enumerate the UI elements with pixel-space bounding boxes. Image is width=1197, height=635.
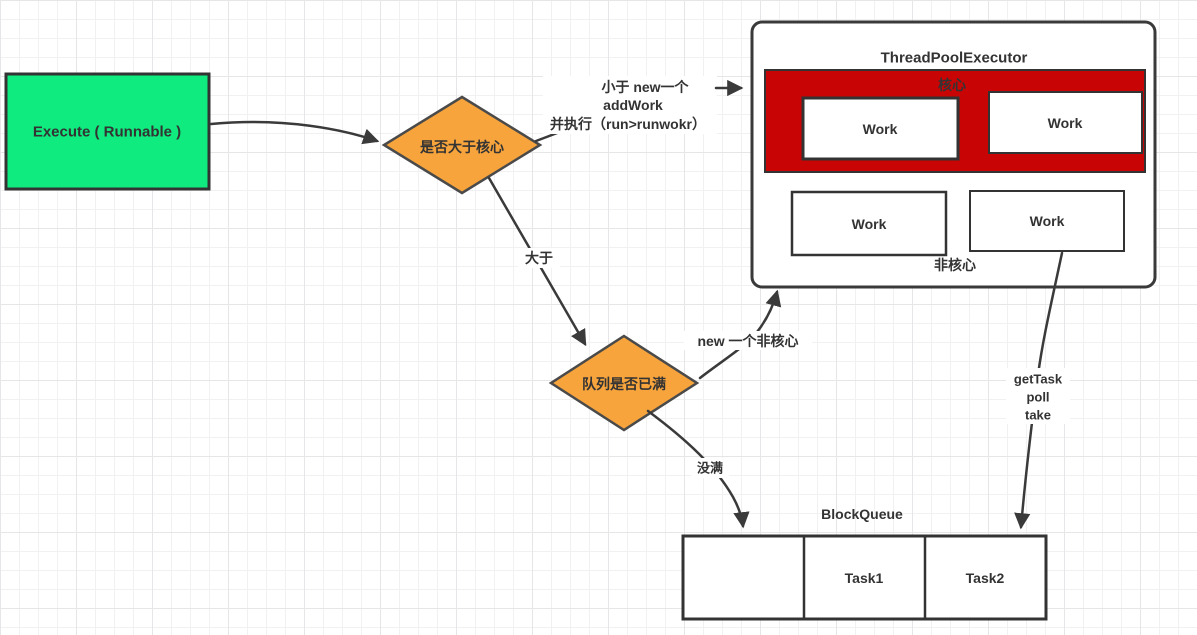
blockqueue-cell-task1: Task1: [845, 570, 884, 586]
noncore-work-box-2: [969, 190, 1125, 252]
execute-node-label: Execute ( Runnable ): [33, 124, 181, 141]
noncore-work-box-2-label: Work: [1030, 213, 1065, 229]
not-full-label-bg: [691, 458, 729, 478]
core-work-box-2-label: Work: [1048, 115, 1083, 131]
core-work-box-1: [801, 96, 960, 161]
core-work-box-1-label: Work: [863, 121, 898, 137]
noncore-work-box-1: [790, 190, 948, 257]
gettask-label-line3: take: [1025, 408, 1051, 423]
blockqueue-cell-task2: Task2: [966, 570, 1005, 586]
greater-than-label-bg: [518, 248, 560, 268]
gettask-label-line1: getTask: [1014, 372, 1063, 387]
decision-core-node: [381, 95, 543, 195]
blockqueue-container: [681, 534, 1048, 621]
blockqueue-title: BlockQueue: [821, 506, 903, 522]
threadpool-title: ThreadPoolExecutor: [881, 50, 1028, 67]
noncore-work-box-1-label: Work: [852, 216, 887, 232]
greater-than-label: 大于: [525, 250, 553, 266]
gettask-label-line2: poll: [1026, 390, 1049, 405]
decision-queue-node: [548, 334, 700, 432]
decision-queue-label: 队列是否已满: [582, 376, 666, 392]
less-than-label-bg: [543, 76, 717, 134]
core-region-label: 核心: [938, 77, 966, 93]
arrow-not-full-to-blockqueue: [646, 409, 750, 529]
new-noncore-label-bg: [684, 331, 812, 350]
core-work-box-2: [988, 91, 1143, 154]
arrow-execute-to-decision-core: [209, 120, 380, 145]
less-than-label-line2: addWork: [603, 97, 663, 113]
gettask-label-bg: [1006, 368, 1070, 424]
less-than-label-line1: 小于 new一个: [601, 79, 689, 95]
noncore-region-label: 非核心: [934, 257, 976, 273]
not-full-label: 没满: [697, 461, 723, 476]
less-than-label-line3: 并执行（run>runwokr）: [550, 116, 706, 132]
new-noncore-label: new 一个非核心: [697, 333, 798, 349]
decision-core-label: 是否大于核心: [420, 139, 504, 155]
execute-node: [4, 72, 211, 191]
